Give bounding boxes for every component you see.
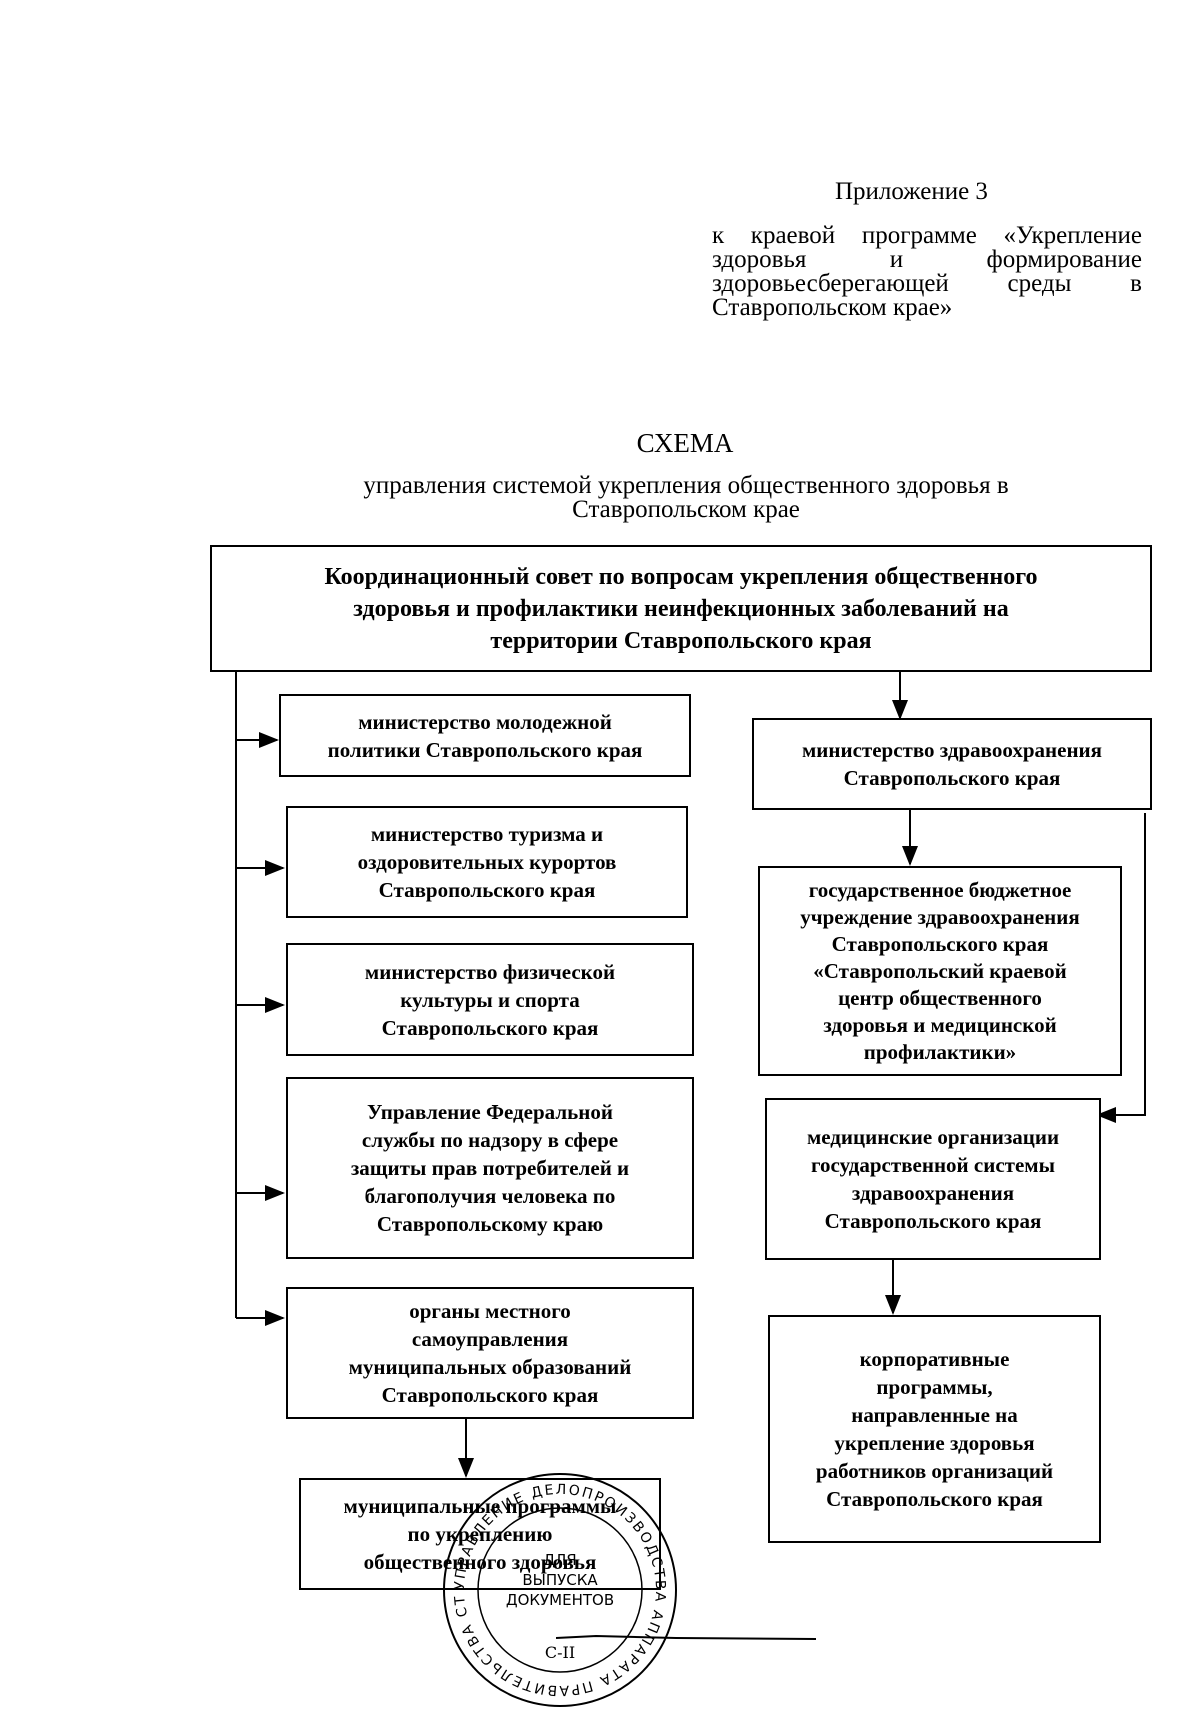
medical-organizations-line-4: Ставропольского края bbox=[824, 1209, 1042, 1233]
coordination-council-line-1: Координационный совет по вопросам укрепл… bbox=[324, 563, 1038, 590]
ministry-sport-line-3: Ставропольского края bbox=[381, 1015, 599, 1040]
local-government-box: органы местного самоуправления муниципал… bbox=[286, 1287, 694, 1419]
ministry-health-line-2: Ставропольского края bbox=[843, 766, 1061, 790]
ministry-youth-box: министерство молодежной политики Ставроп… bbox=[279, 694, 691, 777]
public-health-center-line-6: здоровья и медицинской bbox=[823, 1012, 1057, 1037]
local-government-line-2: самоуправления bbox=[411, 1327, 569, 1351]
public-health-center-line-1: государственное бюджетное bbox=[808, 877, 1072, 902]
public-health-center-line-2: учреждение здравоохранения bbox=[800, 904, 1080, 929]
appendix-number: Приложение 3 bbox=[835, 178, 988, 205]
ministry-sport-box: министерство физической культуры и спорт… bbox=[286, 943, 694, 1056]
corporate-programs-line-1: корпоративные bbox=[859, 1347, 1010, 1371]
stamp-center-line-3: ДОКУМЕНТОВ bbox=[506, 1591, 614, 1609]
local-government-line-1: органы местного bbox=[409, 1299, 571, 1323]
medical-organizations-box: медицинские организации государственной … bbox=[765, 1098, 1101, 1260]
corporate-programs-line-6: Ставропольского края bbox=[826, 1487, 1043, 1511]
public-health-center-line-3: Ставропольского края bbox=[831, 931, 1049, 956]
rospotrebnadzor-line-1: Управление Федеральной bbox=[367, 1100, 613, 1124]
corporate-programs-line-5: работников организаций bbox=[815, 1459, 1054, 1483]
ministry-sport-line-1: министерство физической bbox=[364, 959, 616, 984]
public-health-center-line-5: центр общественного bbox=[838, 985, 1042, 1010]
coordination-council-box: Координационный совет по вопросам укрепл… bbox=[210, 545, 1152, 672]
coordination-council-line-2: здоровья и профилактики неинфекционных з… bbox=[353, 595, 1009, 622]
stamp-outer-ring bbox=[443, 1473, 677, 1707]
coordination-council-line-3: территории Ставропольского края bbox=[490, 627, 872, 654]
rospotrebnadzor-line-3: защиты прав потребителей и bbox=[350, 1156, 630, 1180]
rospotrebnadzor-box: Управление Федеральной службы по надзору… bbox=[286, 1077, 694, 1259]
ministry-tourism-box: министерство туризма и оздоровительных к… bbox=[286, 806, 688, 918]
medical-organizations-line-1: медицинские организации bbox=[806, 1125, 1060, 1149]
stamp-inner-ring bbox=[477, 1507, 643, 1673]
stamp-code: С-II bbox=[545, 1643, 575, 1662]
ministry-tourism-line-2: оздоровительных курортов bbox=[357, 850, 617, 874]
arrow-to-medical-organizations bbox=[1096, 813, 1146, 1123]
rospotrebnadzor-line-2: службы по надзору в сфере bbox=[361, 1128, 619, 1152]
ministry-health-line-1: министерство здравоохранения bbox=[801, 738, 1103, 762]
corporate-programs-box: корпоративные программы, направленные на… bbox=[768, 1315, 1101, 1543]
local-government-line-3: муниципальных образований bbox=[348, 1355, 632, 1379]
medical-organizations-line-2: государственной системы bbox=[811, 1153, 1055, 1177]
official-stamp: УПРАВЛЕНИЕ ДЕЛОПРОИЗВОДСТВА АППАРАТА ПРА… bbox=[440, 1470, 677, 1707]
signature-line bbox=[556, 1634, 816, 1640]
corporate-programs-line-3: направленные на bbox=[851, 1403, 1018, 1427]
ministry-health-box: министерство здравоохранения Ставропольс… bbox=[752, 718, 1152, 810]
medical-organizations-line-3: здравоохранения bbox=[851, 1181, 1015, 1205]
stamp-center-line-2: ВЫПУСКА bbox=[522, 1571, 598, 1589]
rospotrebnadzor-line-5: Ставропольскому краю bbox=[376, 1212, 604, 1236]
scheme-title: СХЕМА bbox=[636, 428, 734, 458]
ministry-youth-line-1: министерство молодежной bbox=[358, 709, 612, 734]
ministry-tourism-line-1: министерство туризма и bbox=[370, 822, 604, 846]
public-health-center-line-4: «Ставропольский краевой bbox=[813, 958, 1067, 983]
public-health-center-line-7: профилактики» bbox=[863, 1039, 1017, 1064]
scheme-subtitle: управления системой укрепления обществен… bbox=[363, 472, 1009, 523]
corporate-programs-line-2: программы, bbox=[876, 1375, 993, 1399]
appendix-reference: к краевой программе «Укрепление здоровья… bbox=[712, 222, 1142, 321]
public-health-center-box: государственное бюджетное учреждение здр… bbox=[758, 866, 1122, 1076]
ministry-sport-line-2: культуры и спорта bbox=[400, 987, 580, 1012]
local-government-line-4: Ставропольского края bbox=[381, 1383, 599, 1407]
corporate-programs-line-4: укрепление здоровья bbox=[834, 1431, 1035, 1455]
ministry-tourism-line-3: Ставропольского края bbox=[378, 878, 596, 902]
stamp-center-line-1: ДЛЯ bbox=[543, 1551, 576, 1569]
municipal-programs-line-2: по укреплению bbox=[407, 1522, 553, 1546]
rospotrebnadzor-line-4: благополучия человека по bbox=[364, 1184, 616, 1208]
ministry-youth-line-2: политики Ставропольского края bbox=[327, 737, 643, 762]
